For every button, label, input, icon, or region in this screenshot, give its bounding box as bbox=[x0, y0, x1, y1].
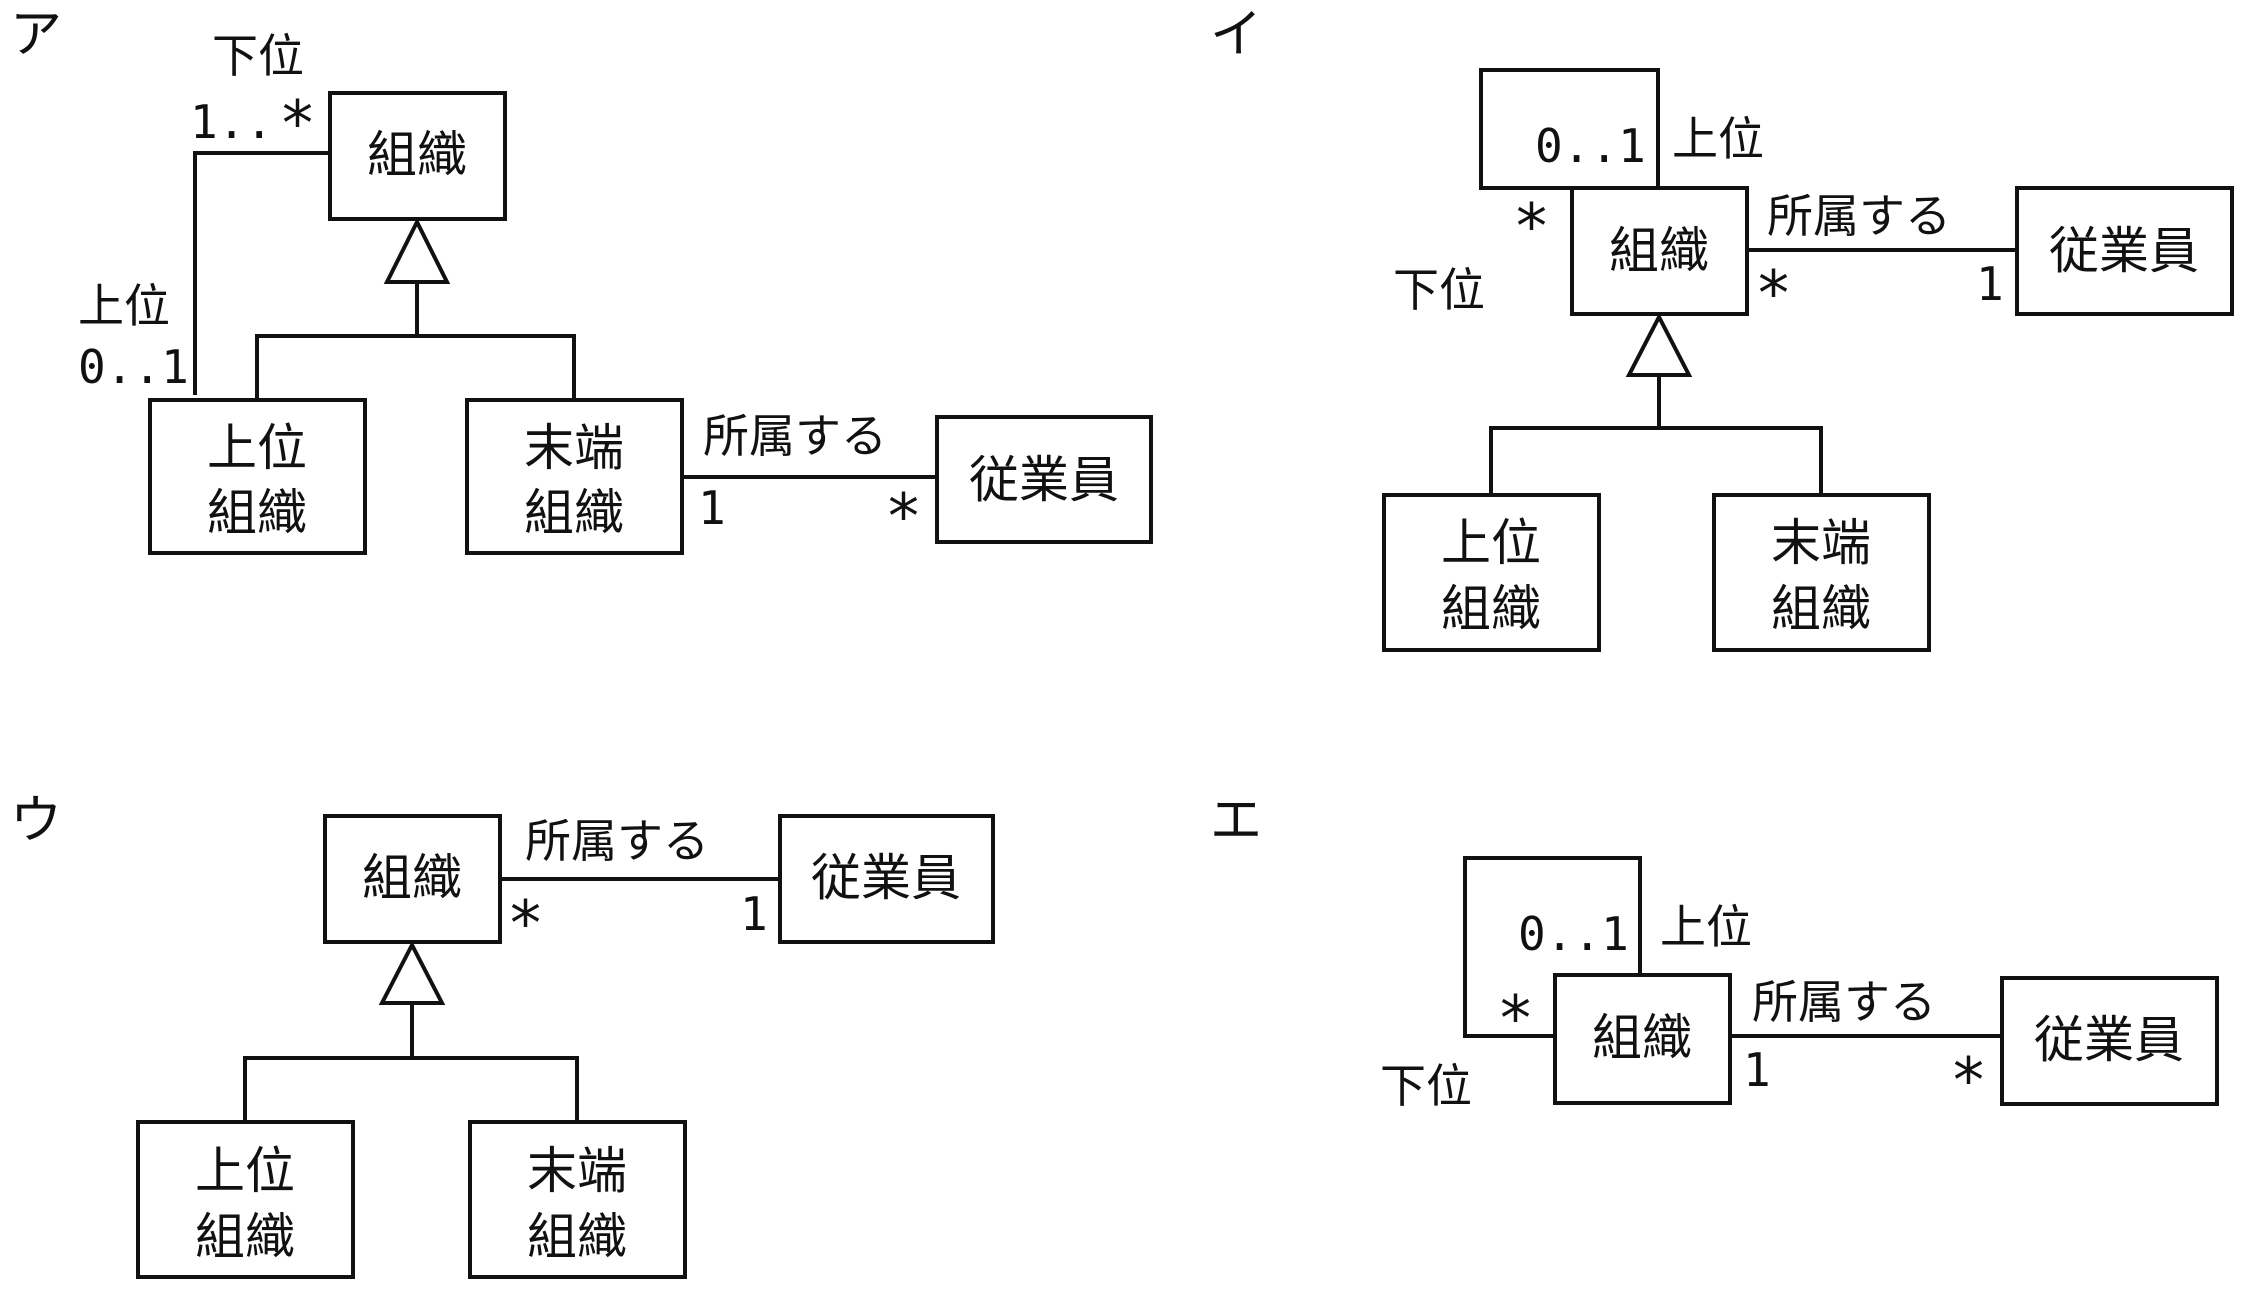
option-a-diagram: ア 組織 上位 組織 末端 組織 従業員 下位 1.. * 上位 0..1 所属… bbox=[10, 5, 1153, 555]
option-c-class-upper-name-line2: 組織 bbox=[195, 1208, 295, 1266]
option-d-multiplicity-organization-side: 1 bbox=[1743, 1043, 1771, 1097]
option-a-class-leaf-name-line2: 組織 bbox=[524, 484, 624, 542]
option-d-role-lower: 下位 bbox=[1380, 1059, 1472, 1113]
option-b-class-leaf-name-line1: 末端 bbox=[1771, 514, 1871, 572]
option-c-association-name: 所属する bbox=[525, 814, 709, 868]
option-b-label: イ bbox=[1210, 5, 1262, 65]
option-b-multiplicity-employee-side: 1 bbox=[1976, 257, 2004, 311]
option-a-class-employee-name: 従業員 bbox=[969, 451, 1119, 509]
option-b-role-upper: 上位 bbox=[1672, 112, 1764, 166]
option-d-diagram: エ 組織 従業員 0..1 上位 * 下位 所属する 1 * bbox=[1210, 791, 2219, 1117]
option-a-class-upper-name-line1: 上位 bbox=[207, 419, 307, 477]
option-c-class-leaf-name-line1: 末端 bbox=[527, 1142, 627, 1200]
option-b-diagram: イ 組織 上位 組織 末端 組織 従業員 0..1 上位 * 下位 所属する *… bbox=[1210, 5, 2234, 652]
option-d-class-employee bbox=[2000, 976, 2219, 1106]
option-d-label: エ bbox=[1210, 791, 1262, 851]
option-b-class-leaf-name-line2: 組織 bbox=[1771, 580, 1871, 638]
option-d-association-name: 所属する bbox=[1752, 975, 1936, 1029]
option-b-multiplicity-upper: 0..1 bbox=[1535, 119, 1646, 173]
option-a-association-name: 所属する bbox=[703, 409, 887, 463]
option-c-generalization-branch bbox=[243, 1056, 579, 1122]
option-b-multiplicity-lower: * bbox=[1516, 190, 1547, 263]
option-a-class-organization-name: 組織 bbox=[367, 126, 467, 184]
option-c-label: ウ bbox=[10, 791, 62, 851]
option-c-class-employee bbox=[778, 814, 995, 944]
option-b-role-lower: 下位 bbox=[1393, 263, 1485, 317]
option-a-class-upper-name-line2: 組織 bbox=[207, 484, 307, 542]
option-b-generalization-arrow bbox=[1625, 312, 1693, 377]
option-d-role-upper: 上位 bbox=[1660, 900, 1752, 954]
option-a-multiplicity-lower-star: * bbox=[282, 87, 313, 160]
option-b-generalization-branch bbox=[1489, 426, 1823, 495]
option-b-self-association bbox=[1479, 68, 1660, 190]
option-b-class-leaf-organization bbox=[1712, 493, 1931, 652]
option-a-role-upper: 上位 bbox=[78, 279, 170, 333]
option-c-class-organization bbox=[323, 814, 502, 944]
option-d-self-association bbox=[1463, 856, 1642, 1038]
option-c-class-upper-name-line1: 上位 bbox=[195, 1142, 295, 1200]
option-b-class-employee-name: 従業員 bbox=[2049, 222, 2199, 280]
option-c-class-upper-organization bbox=[136, 1120, 355, 1279]
option-a-class-leaf-name-line1: 末端 bbox=[524, 419, 624, 477]
option-d-class-employee-name: 従業員 bbox=[2034, 1011, 2184, 1069]
option-b-class-upper-organization bbox=[1382, 493, 1601, 652]
option-d-class-organization-name: 組織 bbox=[1592, 1009, 1692, 1067]
option-a-multiplicity-upper: 0..1 bbox=[78, 340, 189, 394]
option-a-multiplicity-organization-side: 1 bbox=[698, 481, 726, 535]
option-a-multiplicity-employee-side: * bbox=[888, 480, 919, 553]
option-c-class-employee-name: 従業員 bbox=[811, 849, 961, 907]
option-b-class-upper-name-line1: 上位 bbox=[1441, 514, 1541, 572]
option-d-multiplicity-upper: 0..1 bbox=[1518, 907, 1629, 961]
option-a-class-organization bbox=[328, 91, 507, 221]
option-a-role-lower: 下位 bbox=[212, 29, 304, 83]
option-c-class-organization-name: 組織 bbox=[362, 849, 462, 907]
option-c-diagram: ウ 組織 上位 組織 末端 組織 従業員 所属する * 1 bbox=[10, 791, 995, 1279]
option-a-self-association bbox=[193, 151, 330, 395]
option-a-generalization-arrow bbox=[383, 217, 451, 284]
option-d-class-organization bbox=[1553, 973, 1732, 1105]
option-c-multiplicity-organization-side: * bbox=[510, 887, 541, 960]
option-d-multiplicity-lower: * bbox=[1500, 982, 1531, 1055]
option-b-class-organization-name: 組織 bbox=[1609, 222, 1709, 280]
option-b-multiplicity-organization-side: * bbox=[1758, 257, 1789, 330]
option-a-generalization-branch bbox=[255, 334, 576, 400]
option-a-class-upper-organization bbox=[148, 398, 367, 555]
option-b-class-upper-name-line2: 組織 bbox=[1441, 580, 1541, 638]
option-c-class-leaf-name-line2: 組織 bbox=[527, 1208, 627, 1266]
option-c-multiplicity-employee-side: 1 bbox=[740, 887, 768, 941]
option-a-class-employee bbox=[935, 415, 1153, 544]
option-d-multiplicity-employee-side: * bbox=[1953, 1044, 1984, 1117]
option-a-label: ア bbox=[10, 5, 62, 65]
option-a-multiplicity-lower: 1.. bbox=[190, 95, 273, 149]
option-b-association-name: 所属する bbox=[1767, 189, 1951, 243]
option-c-generalization-arrow bbox=[378, 940, 446, 1005]
